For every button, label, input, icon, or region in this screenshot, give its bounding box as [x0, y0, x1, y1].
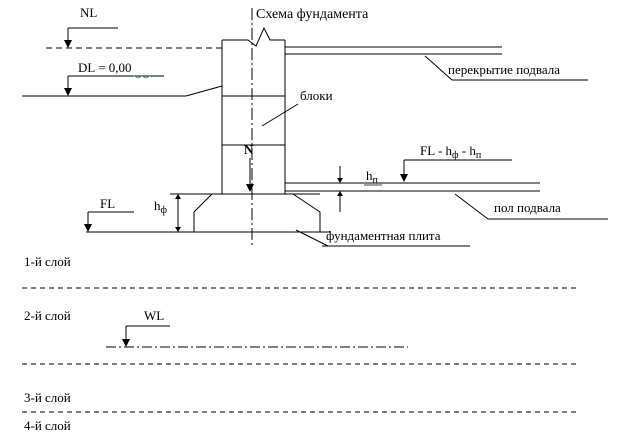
- hf-label-sub: ф: [161, 205, 168, 216]
- load-arrow-head: [246, 184, 254, 192]
- layer-3-label: 3-й слой: [24, 390, 71, 405]
- foundation-leader-diagonal: [295, 229, 329, 247]
- blocks-leader: [261, 103, 299, 127]
- layer-2-label: 2-й слой: [24, 308, 71, 323]
- hp-dim-arrow-down: [337, 178, 343, 183]
- dl-slope-line: [185, 85, 223, 97]
- dl-label-prefix: DL =: [78, 60, 109, 75]
- layer-1-label: 1-й слой: [24, 254, 71, 269]
- fl-formula-prefix: FL - h: [420, 143, 453, 158]
- fl-formula-arrow: [400, 174, 408, 182]
- diagram-title: Схема фундамента: [256, 7, 369, 22]
- foundation-slab-label: фундаментная плита: [326, 228, 441, 243]
- hf-label: hф: [154, 198, 168, 216]
- fl-formula-sub2: п: [476, 150, 482, 161]
- hf-dim-arrow-down: [175, 227, 181, 232]
- slab-leader-diagonal: [424, 55, 453, 81]
- hp-dim-arrow-up: [337, 191, 343, 196]
- load-label: N: [244, 142, 254, 157]
- fl-label: FL: [100, 196, 115, 211]
- dl-marker-arrow: [64, 88, 72, 96]
- foundation-right-chamfer: [292, 193, 321, 232]
- hp-label: hп: [366, 168, 379, 186]
- nl-marker-arrow: [64, 40, 72, 48]
- layer-4-label: 4-й слой: [24, 418, 71, 433]
- floor-leader-diagonal: [454, 193, 489, 220]
- foundation-left-chamfer: [193, 193, 213, 232]
- dl-label-value: 0,00: [109, 60, 132, 75]
- hp-label-sub: п: [373, 175, 379, 186]
- fl-formula-mid: - h: [459, 143, 477, 158]
- spellcheck-underline: [131, 75, 153, 79]
- hf-label-main: h: [154, 198, 161, 213]
- hp-label-main: h: [366, 168, 373, 183]
- wall-break-line: [222, 26, 285, 47]
- basement-floor-label: пол подвала: [494, 200, 561, 215]
- blocks-label: блоки: [300, 88, 333, 103]
- wl-marker-arrow: [122, 339, 130, 347]
- fl-marker-arrow: [84, 224, 92, 232]
- floor-slab-label: перекрытие подвала: [448, 62, 560, 77]
- fl-formula-sub1: ф: [452, 150, 459, 161]
- fl-formula-label: FL - hф - hп: [420, 143, 482, 161]
- wl-label: WL: [144, 308, 164, 323]
- dl-label: DL = 0,00: [78, 60, 131, 75]
- hf-dim-arrow-up: [175, 194, 181, 199]
- nl-label: NL: [80, 5, 97, 20]
